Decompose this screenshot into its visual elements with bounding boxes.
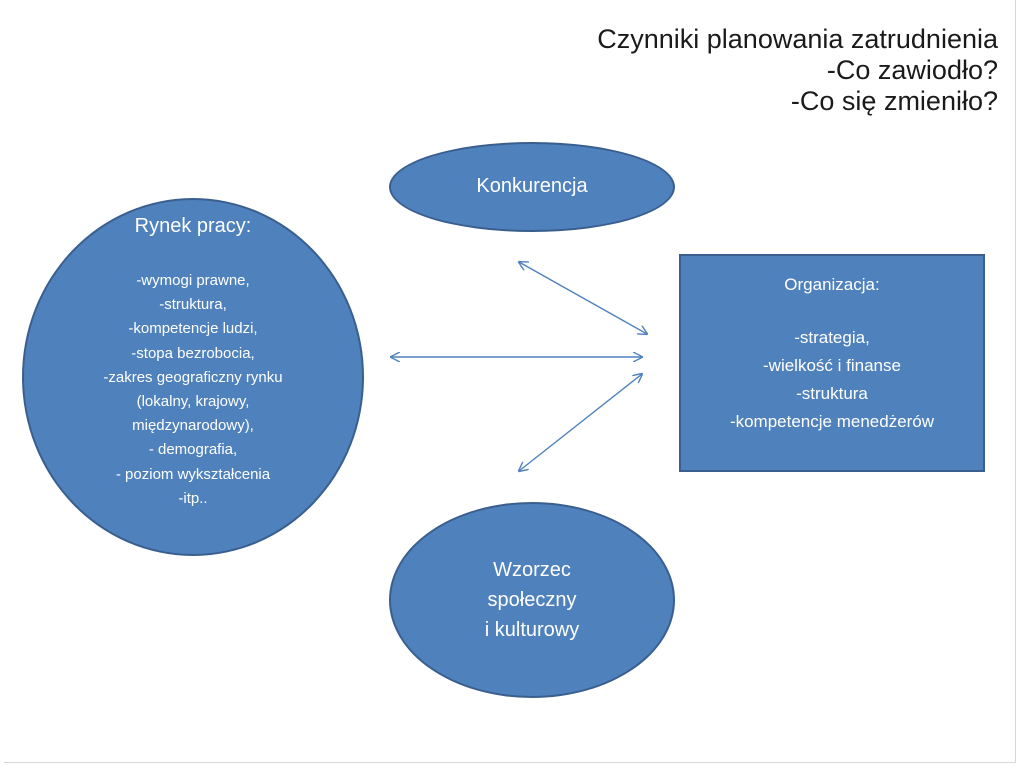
organizacja-list: -strategia, -wielkość i finanse -struktu… [681, 324, 983, 436]
organizacja-item: -wielkość i finanse [763, 356, 901, 375]
rynek-item: (lokalny, krajowy, [136, 393, 250, 411]
rynek-item: - demografia, [148, 441, 238, 459]
rynek-item: -stopa bezrobocia, [131, 344, 255, 362]
konkurencja-ellipse: Konkurencja [389, 142, 675, 232]
wzorzec-line: i kulturowy [484, 619, 580, 641]
rynek-item: -struktura, [159, 296, 227, 314]
rynek-pracy-ellipse: Rynek pracy: -wymogi prawne, -struktura,… [22, 198, 364, 556]
rynek-item: - poziom wykształcenia [115, 465, 271, 483]
rynek-item: -itp.. [178, 489, 208, 507]
organizacja-box: Organizacja: -strategia, -wielkość i fin… [679, 254, 985, 472]
title-line-1: Czynniki planowania zatrudnienia [597, 24, 998, 54]
wzorzec-line: społeczny [487, 589, 577, 611]
rynek-item: międzynarodowy), [132, 417, 254, 435]
organizacja-item: -kompetencje menedżerów [729, 412, 935, 431]
slide-title: Czynniki planowania zatrudnienia -Co zaw… [597, 24, 998, 117]
wzorzec-ellipse: Wzorzec społeczny i kulturowy [389, 502, 675, 698]
arrow-konkurencja-organizacja [519, 262, 647, 334]
wzorzec-line: Wzorzec [493, 559, 571, 581]
rynek-pracy-title: Rynek pracy: [134, 215, 252, 237]
title-line-2: -Co zawiodło? [826, 55, 998, 85]
title-line-3: -Co się zmieniło? [790, 86, 998, 116]
rynek-item: -kompetencje ludzi, [128, 320, 258, 338]
organizacja-title: Organizacja: [784, 275, 880, 294]
rynek-pracy-list: -wymogi prawne, -struktura, -kompetencje… [24, 269, 362, 511]
organizacja-item: -struktura [796, 384, 868, 403]
slide-frame [4, 0, 1016, 763]
arrow-wzorzec-organizacja [519, 374, 642, 471]
rynek-item: -wymogi prawne, [136, 272, 250, 289]
konkurencja-label: Konkurencja [476, 174, 588, 197]
organizacja-item: -strategia, [794, 328, 870, 347]
rynek-item: -zakres geograficzny rynku [103, 368, 283, 386]
